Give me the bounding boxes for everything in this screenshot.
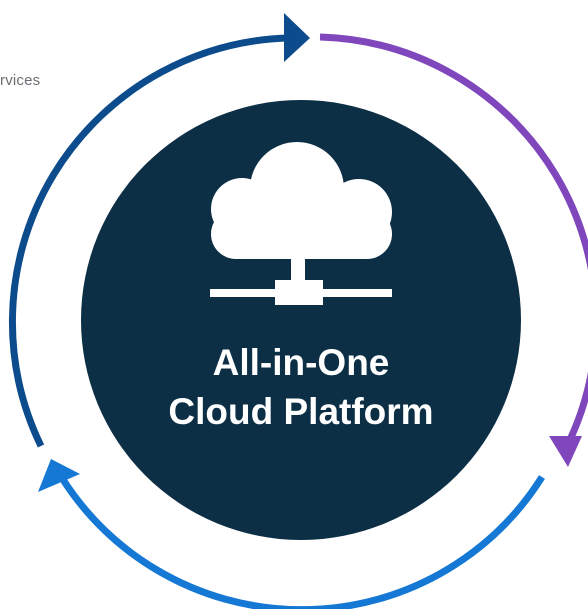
partial-side-label: rvices xyxy=(0,72,41,89)
arc-bottom xyxy=(59,475,545,609)
center-title-line-1: All-in-One xyxy=(213,342,390,383)
arc-top-left xyxy=(8,34,289,448)
arc-right xyxy=(319,33,588,448)
arrow-head-right xyxy=(549,436,582,467)
arrow-head-bottom-left xyxy=(38,459,80,492)
arrow-head-top xyxy=(284,13,310,62)
cloud-network-icon xyxy=(210,142,392,305)
center-title-line-2: Cloud Platform xyxy=(168,391,433,432)
center-circle xyxy=(81,100,521,540)
